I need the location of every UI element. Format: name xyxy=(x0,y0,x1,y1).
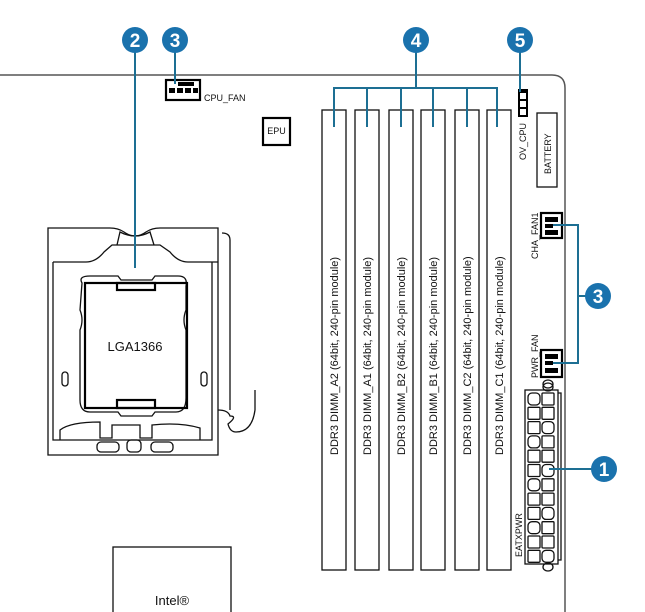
callout-5-badge: 5 xyxy=(507,27,533,53)
battery-label: BATTERY xyxy=(543,133,553,174)
eatxpwr-pin xyxy=(527,449,541,463)
ov-cpu-label: OV_CPU xyxy=(518,123,528,160)
svg-text:3: 3 xyxy=(593,287,604,308)
cpu-fan-connector xyxy=(164,78,202,102)
eatxpwr-pin xyxy=(541,535,555,549)
cpu-fan-label: CPU_FAN xyxy=(204,93,246,103)
eatxpwr-label: EATXPWR xyxy=(514,513,524,557)
eatxpwr-pin xyxy=(541,463,555,478)
callout-3-fan-badge: 3 xyxy=(585,283,611,309)
dimm-slot-label: DDR3 DIMM_B1 (64bit, 240-pin module) xyxy=(428,257,440,455)
eatxpwr-pin xyxy=(527,492,541,506)
eatxpwr-pin xyxy=(527,392,541,406)
callout-4-leader xyxy=(333,52,498,127)
intel-chipset xyxy=(112,546,232,612)
callout-1-badge: 1 xyxy=(591,456,617,482)
dimm-slots: DDR3 DIMM_A2 (64bit, 240-pin module) DDR3… xyxy=(321,109,512,571)
ov-cpu-jumper xyxy=(518,89,528,117)
eatxpwr-pin xyxy=(541,549,555,563)
eatxpwr-pin xyxy=(527,406,541,420)
eatxpwr-connector xyxy=(524,382,562,572)
eatxpwr-pin xyxy=(541,406,555,420)
eatxpwr-pin xyxy=(527,506,541,521)
eatxpwr-pin xyxy=(527,420,541,435)
eatxpwr-pin xyxy=(541,392,555,406)
board-outline xyxy=(0,74,566,612)
cha-fan1-label: CHA_FAN1 xyxy=(530,212,540,259)
eatxpwr-pin xyxy=(541,449,555,463)
svg-text:1: 1 xyxy=(599,460,610,481)
dimm-slot-label: DDR3 DIMM_A1 (64bit, 240-pin module) xyxy=(362,257,374,455)
eatxpwr-pin xyxy=(541,506,555,521)
eatxpwr-pin xyxy=(541,521,555,535)
eatxpwr-pin xyxy=(527,521,541,535)
callout-3-badge: 3 xyxy=(162,27,188,53)
callout-3-fan-leader xyxy=(553,224,586,364)
pwr-fan-connector xyxy=(539,348,564,389)
chipset-label: Intel® xyxy=(155,593,190,608)
eatxpwr-pin xyxy=(541,478,555,492)
pwr-fan-label: PWR_FAN xyxy=(530,334,540,378)
dimm-slot-label: DDR3 DIMM_C1 (64bit, 240-pin module) xyxy=(494,256,506,455)
eatxpwr-pin xyxy=(527,549,541,563)
dimm-slot-label: DDR3 DIMM_A2 (64bit, 240-pin module) xyxy=(329,257,341,455)
battery xyxy=(536,112,558,188)
callout-2-badge: 2 xyxy=(122,27,148,53)
svg-text:5: 5 xyxy=(515,31,526,52)
epu-chip xyxy=(261,116,292,147)
eatxpwr-pin xyxy=(541,435,555,449)
eatxpwr-pin xyxy=(527,463,541,478)
svg-text:2: 2 xyxy=(130,31,141,52)
epu-label: EPU xyxy=(267,126,286,136)
eatxpwr-pin xyxy=(527,478,541,492)
dimm-slot xyxy=(486,109,512,571)
svg-text:3: 3 xyxy=(170,31,181,52)
dimm-slot-label: DDR3 DIMM_C2 (64bit, 240-pin module) xyxy=(462,256,474,455)
socket-label: LGA1366 xyxy=(108,339,163,354)
callout-4-badge: 4 xyxy=(403,27,429,53)
eatxpwr-pin xyxy=(527,535,541,549)
eatxpwr-pin xyxy=(527,435,541,449)
eatxpwr-pin xyxy=(541,420,555,435)
dimm-slot-label: DDR3 DIMM_B2 (64bit, 240-pin module) xyxy=(396,257,408,455)
svg-text:4: 4 xyxy=(411,31,422,52)
eatxpwr-pin xyxy=(541,492,555,506)
